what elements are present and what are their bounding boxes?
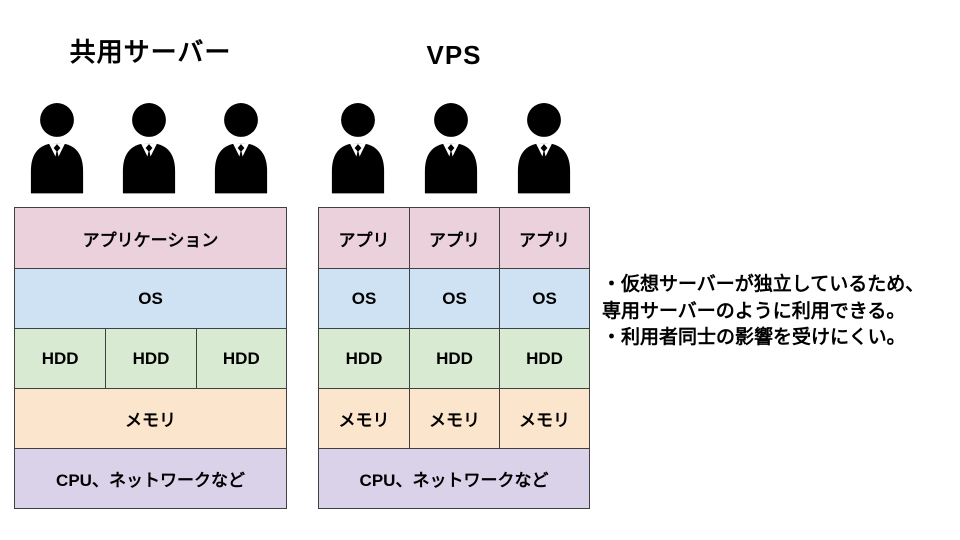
memory-cell: メモリ xyxy=(319,389,409,448)
hdd-cell: HDD xyxy=(105,329,196,388)
cpu-network-cell: CPU、ネットワークなど xyxy=(319,449,589,508)
app-cell: アプリ xyxy=(409,208,499,268)
memory-cell: メモリ xyxy=(15,389,286,448)
app-cell: アプリ xyxy=(499,208,589,268)
user-icon xyxy=(214,103,268,194)
vps-users-group xyxy=(329,100,573,195)
note-line: ・利用者同士の影響を受けにくい。 xyxy=(602,327,906,349)
shared-users-group xyxy=(28,100,270,195)
shared-row-hdd: HDD HDD HDD xyxy=(15,328,286,388)
vps-row-hdd: HDD HDD HDD xyxy=(319,328,589,388)
vps-row-os: OS OS OS xyxy=(319,268,589,328)
user-icon xyxy=(122,103,176,194)
shared-row-cpu: CPU、ネットワークなど xyxy=(15,448,286,508)
note-line: ・仮想サーバーが独立しているため、 xyxy=(602,274,925,295)
os-cell: OS xyxy=(319,269,409,328)
user-icon xyxy=(30,103,84,194)
vps-benefits-note: ・仮想サーバーが独立しているため、 専用サーバーのように利用できる。 ・利用者同… xyxy=(602,272,958,352)
cpu-network-cell: CPU、ネットワークなど xyxy=(15,449,286,508)
hdd-cell: HDD xyxy=(15,329,106,388)
memory-cell: メモリ xyxy=(409,389,499,448)
shared-row-memory: メモリ xyxy=(15,388,286,448)
user-icon xyxy=(331,103,385,194)
user-icon xyxy=(424,103,478,194)
vps-stack: アプリ アプリ アプリ OS OS OS HDD HDD HDD メモリ メモリ… xyxy=(318,207,590,509)
os-cell: OS xyxy=(409,269,499,328)
shared-server-stack: アプリケーション OS HDD HDD HDD メモリ CPU、ネットワークなど xyxy=(14,207,287,509)
memory-cell: メモリ xyxy=(499,389,589,448)
app-cell: アプリ xyxy=(319,208,409,268)
vps-row-memory: メモリ メモリ メモリ xyxy=(319,388,589,448)
hdd-cell: HDD xyxy=(409,329,499,388)
os-cell: OS xyxy=(499,269,589,328)
application-cell: アプリケーション xyxy=(15,208,286,268)
shared-server-title: 共用サーバー xyxy=(69,37,232,67)
hdd-cell: HDD xyxy=(195,329,286,388)
vps-row-application: アプリ アプリ アプリ xyxy=(319,208,589,268)
shared-row-os: OS xyxy=(15,268,286,328)
user-icon xyxy=(517,103,571,194)
os-cell: OS xyxy=(15,269,286,328)
hdd-cell: HDD xyxy=(319,329,409,388)
vps-row-cpu: CPU、ネットワークなど xyxy=(319,448,589,508)
vps-title: VPS xyxy=(426,40,482,70)
shared-row-application: アプリケーション xyxy=(15,208,286,268)
hdd-cell: HDD xyxy=(499,329,589,388)
note-line: 専用サーバーのように利用できる。 xyxy=(602,300,906,322)
